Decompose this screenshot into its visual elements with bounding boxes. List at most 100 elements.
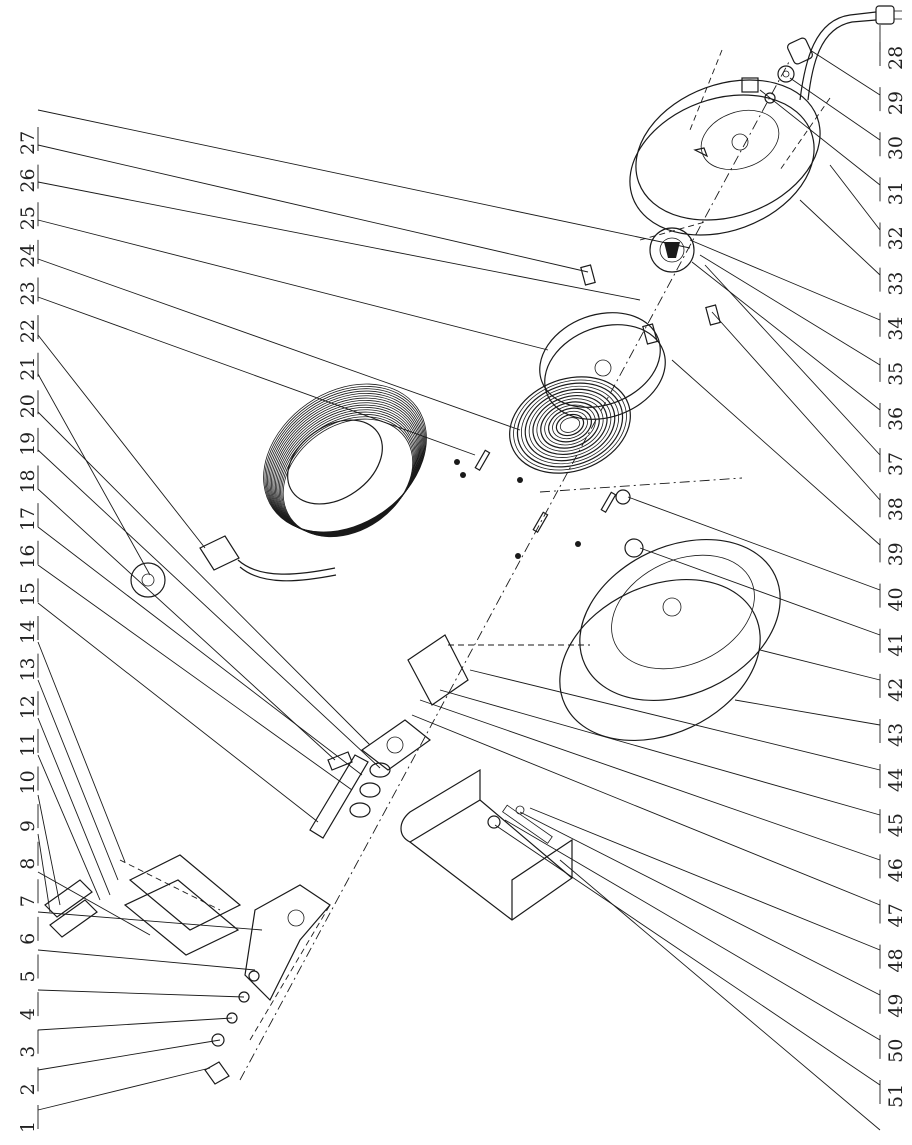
leader-line-50 — [504, 819, 881, 1041]
leader-line-40 — [627, 496, 881, 591]
leader-line-46 — [419, 699, 881, 861]
leader-line-52 — [559, 859, 881, 1131]
leader-line-1 — [37, 1067, 211, 1111]
callout-label-25: 25 — [17, 206, 39, 230]
callout-label-30: 30 — [885, 136, 907, 160]
plug-cable-part — [799, 5, 902, 101]
bolt-hardware-part — [204, 970, 260, 1085]
callout-label-51: 51 — [885, 1084, 907, 1108]
leader-line-47 — [411, 714, 881, 906]
callout-label-34: 34 — [885, 317, 907, 341]
callout-label-24: 24 — [17, 244, 39, 268]
callout-label-39: 39 — [885, 542, 907, 566]
spring-coil-3 — [516, 382, 624, 468]
hose-loop-16 — [282, 418, 414, 538]
callout-label-11: 11 — [17, 733, 39, 757]
callout-label-49: 49 — [885, 994, 907, 1018]
leader-line-13 — [37, 641, 126, 863]
leader-line-34 — [689, 239, 881, 321]
callout-label-4: 4 — [17, 1008, 39, 1020]
callout-label-3: 3 — [17, 1046, 39, 1058]
leader-line-44 — [469, 669, 881, 771]
callout-labels-right: 2829303132333435363738394041424344454647… — [879, 42, 907, 1108]
callout-label-23: 23 — [17, 281, 39, 305]
callout-label-38: 38 — [885, 497, 907, 521]
leader-line-45 — [439, 689, 881, 816]
leader-line-18 — [37, 449, 381, 769]
leader-line-20 — [37, 373, 151, 576]
callout-label-28: 28 — [885, 46, 907, 70]
callout-label-41: 41 — [885, 633, 907, 657]
reel-shaft-part — [309, 751, 391, 839]
callout-label-45: 45 — [885, 813, 907, 837]
leader-line-15 — [37, 564, 353, 791]
leader-line-41 — [639, 547, 881, 636]
leader-line-29 — [809, 49, 881, 96]
leader-line-16 — [37, 526, 363, 776]
callout-label-5: 5 — [17, 970, 39, 982]
leader-line-33 — [799, 199, 881, 276]
leader-line-7 — [37, 871, 151, 936]
hose-nozzle-part — [199, 535, 337, 582]
cable-gland-part — [787, 37, 813, 65]
callout-label-1: 1 — [17, 1121, 39, 1133]
callout-labels-left: 1234567891011121314151617181920212223242… — [17, 127, 39, 1133]
callout-label-26: 26 — [17, 168, 39, 192]
spring-coil-14 — [559, 417, 581, 433]
reel-drum-part — [559, 538, 781, 742]
leader-line-32 — [829, 164, 881, 231]
leader-line-37 — [704, 264, 881, 456]
callout-label-18: 18 — [17, 469, 39, 493]
leader-line-10 — [37, 754, 101, 901]
swivel-nut-part — [130, 562, 166, 598]
spring-coil-4 — [520, 385, 620, 465]
leader-line-17 — [37, 488, 336, 761]
spring-coil-7 — [532, 395, 608, 455]
terminal-block-part — [741, 77, 776, 104]
leader-line-11 — [37, 717, 111, 896]
assembly-axis — [239, 59, 791, 1081]
callout-label-33: 33 — [885, 271, 907, 295]
callout-label-47: 47 — [885, 903, 907, 927]
callout-label-9: 9 — [17, 820, 39, 832]
callout-label-13: 13 — [17, 657, 39, 681]
callout-label-31: 31 — [885, 181, 907, 205]
spiral-spring-part — [509, 376, 631, 474]
spring-coil-9 — [540, 401, 600, 449]
spring-pins-part — [454, 449, 743, 559]
leader-line-6 — [37, 911, 263, 931]
callout-label-19: 19 — [17, 432, 39, 456]
hose-coil-part — [263, 383, 427, 538]
leader-line-21 — [37, 334, 206, 549]
spring-coil-10 — [544, 404, 596, 446]
callout-label-40: 40 — [885, 587, 907, 611]
leader-line-36 — [691, 261, 881, 411]
hose-core — [287, 419, 383, 505]
leader-line-42 — [759, 649, 881, 681]
leader-line-25 — [37, 181, 641, 301]
slip-ring-part — [639, 221, 706, 273]
base-plate-part — [244, 884, 331, 1041]
spring-coil-1 — [509, 376, 631, 474]
callout-label-21: 21 — [17, 357, 39, 381]
leader-line-39 — [671, 359, 881, 546]
callout-label-27: 27 — [17, 131, 39, 155]
callout-label-50: 50 — [885, 1039, 907, 1063]
wall-bracket-part — [400, 768, 573, 921]
spring-cover-part — [539, 264, 721, 420]
spring-coil-2 — [513, 379, 627, 471]
leader-line-14 — [37, 602, 319, 823]
callout-label-16: 16 — [17, 545, 39, 569]
leader-line-51 — [494, 824, 881, 1086]
leader-line-48 — [529, 807, 881, 951]
callout-label-8: 8 — [17, 858, 39, 870]
callout-label-44: 44 — [885, 768, 907, 792]
callout-label-22: 22 — [17, 319, 39, 343]
callout-label-42: 42 — [885, 678, 907, 702]
callout-label-20: 20 — [17, 394, 39, 418]
callout-label-10: 10 — [17, 770, 39, 794]
callout-label-29: 29 — [885, 91, 907, 115]
callout-label-36: 36 — [885, 407, 907, 431]
leader-line-43 — [734, 699, 881, 726]
